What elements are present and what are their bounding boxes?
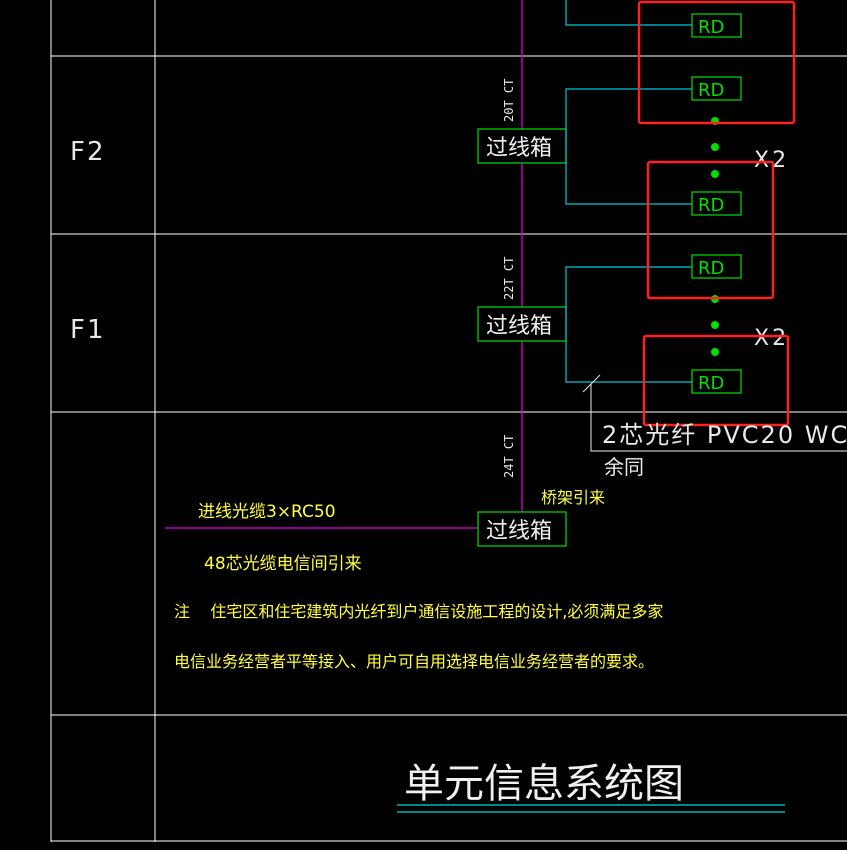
ellipsis-dots — [711, 117, 719, 356]
floor-label-f1: F1 — [70, 315, 106, 345]
junction-box-ground: 过线箱 — [477, 511, 567, 547]
rd-device-frame — [691, 369, 742, 394]
rd-device-frame — [691, 254, 742, 279]
branch-note-leader — [582, 374, 847, 452]
junction-box-f1-label: 过线箱 — [486, 314, 552, 339]
rd-device: RD — [691, 76, 742, 101]
riser-label-middle: 22T CT — [502, 257, 516, 300]
highlight-boxes — [637, 0, 796, 427]
incoming-source-label: 48芯光缆电信间引来 — [204, 554, 362, 574]
multiplier-upper: X2 — [754, 148, 789, 173]
tray-label: 桥架引来 — [541, 488, 605, 507]
junction-box-ground-frame — [477, 511, 567, 547]
rd-device: RD — [691, 254, 742, 279]
grid-frame — [50, 0, 847, 842]
rd-device-frame — [691, 191, 742, 216]
rd-device: RD — [691, 369, 742, 394]
ellipsis-dot — [711, 143, 719, 151]
highlight-box-bottom — [642, 334, 790, 427]
rd-device-label: RD — [698, 258, 724, 279]
notes-line-2: 电信业务经营者平等接入、用户可自用选择电信业务经营者的要求。 — [174, 652, 654, 671]
ellipsis-dot — [711, 321, 719, 329]
ellipsis-dot — [711, 348, 719, 356]
rd-device-label: RD — [698, 17, 724, 38]
rd-device-label: RD — [698, 373, 724, 394]
branch-f1 — [565, 266, 692, 383]
ellipsis-dot — [711, 170, 719, 178]
junction-box-ground-label: 过线箱 — [486, 519, 552, 544]
branch-f2 — [565, 88, 692, 205]
rd-devices: RD RD RD RD RD — [691, 13, 742, 394]
branch-lines — [565, 0, 692, 383]
leader-line — [590, 384, 847, 452]
branch-note-line2: 余同 — [604, 455, 644, 479]
branch-note-line1: 2芯光纤 PVC20 WC — [602, 421, 847, 449]
riser-label-lower: 24T CT — [502, 435, 516, 478]
rd-device: RD — [691, 191, 742, 216]
riser-label-upper: 20T CT — [502, 79, 516, 122]
rd-device: RD — [691, 13, 742, 38]
notes-line-1: 注 住宅区和住宅建筑内光纤到户通信设施工程的设计,必须满足多家 — [174, 602, 663, 621]
highlight-box-top — [637, 0, 796, 125]
junction-box-f1-frame — [477, 306, 567, 342]
multiplier-lower: X2 — [754, 326, 789, 351]
floor-label-f2: F2 — [70, 137, 106, 167]
diagram-title: 单元信息系统图 — [404, 761, 684, 807]
highlight-box-middle — [646, 160, 775, 300]
branch-top — [565, 0, 692, 26]
rd-device-label: RD — [698, 80, 724, 101]
junction-box-f2: 过线箱 — [477, 128, 567, 164]
rd-device-frame — [691, 13, 742, 38]
incoming-cable-label: 进线光缆3×RC50 — [198, 502, 336, 522]
junction-box-f2-label: 过线箱 — [486, 136, 552, 161]
junction-box-f1: 过线箱 — [477, 306, 567, 342]
rd-device-label: RD — [698, 195, 724, 216]
rd-device-frame — [691, 76, 742, 101]
leader-tick — [582, 374, 601, 393]
